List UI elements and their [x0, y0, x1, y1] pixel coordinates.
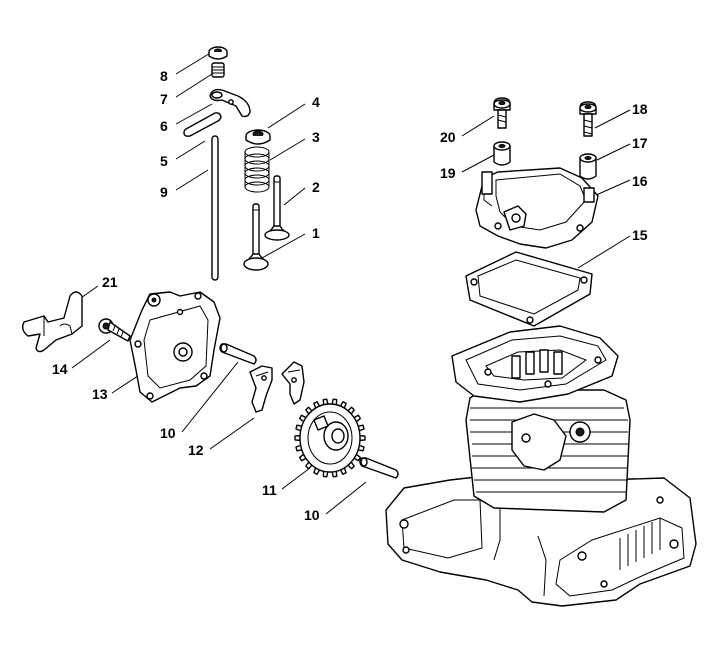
callout-13: 13 — [92, 386, 108, 402]
callout-19: 19 — [440, 165, 456, 181]
callout-21: 21 — [102, 274, 118, 290]
callout-2: 2 — [312, 179, 320, 195]
leader-lines — [71, 51, 631, 515]
cover-part-13 — [129, 291, 221, 403]
callout-6: 6 — [160, 118, 168, 134]
valve-cover-part-16 — [475, 167, 599, 249]
callout-8: 8 — [160, 68, 168, 84]
callout-15: 15 — [632, 227, 648, 243]
gasket-part-15 — [465, 251, 593, 327]
callout-18: 18 — [632, 101, 648, 117]
screw-part-18 — [579, 101, 597, 137]
rocker-pin-part-5 — [183, 112, 222, 137]
callout-11: 11 — [262, 482, 277, 498]
rocker-arm-part-6 — [209, 88, 251, 118]
pin-part-10-upper — [219, 343, 257, 365]
screw-part-20 — [493, 97, 511, 129]
callout-12: 12 — [188, 442, 204, 458]
valve-spring-part-3 — [244, 146, 270, 193]
callout-10-lower: 10 — [304, 507, 320, 523]
bracket-part-21 — [21, 291, 83, 353]
screw-part-7 — [211, 62, 225, 78]
callout-5: 5 — [160, 153, 168, 169]
spacer-part-19 — [493, 141, 511, 166]
callout-7: 7 — [160, 91, 168, 107]
callout-3: 3 — [312, 129, 320, 145]
spacer-part-17 — [579, 153, 597, 180]
callout-17: 17 — [632, 135, 648, 151]
valve-part-2 — [264, 175, 290, 241]
spring-retainer-part-4 — [245, 129, 271, 145]
callout-1: 1 — [312, 225, 320, 241]
callout-9: 9 — [160, 184, 168, 200]
push-rod-part-9 — [211, 135, 219, 281]
callout-20: 20 — [440, 129, 456, 145]
pin-part-10-lower — [359, 457, 399, 479]
nut-part-8 — [208, 46, 228, 60]
cylinder-crankcase-assembly — [385, 325, 697, 607]
callout-4: 4 — [312, 94, 320, 110]
callout-10-upper: 10 — [160, 425, 176, 441]
valve-part-1 — [243, 203, 269, 271]
callout-14: 14 — [52, 361, 68, 377]
bolt-part-14 — [98, 318, 131, 342]
camshaft-gear-part-11 — [294, 398, 366, 478]
cam-follower-part-12 — [249, 361, 305, 413]
callout-labels: 8 7 6 5 9 4 3 2 1 21 14 13 10 12 11 10 2… — [52, 68, 648, 523]
callout-16: 16 — [632, 173, 648, 189]
